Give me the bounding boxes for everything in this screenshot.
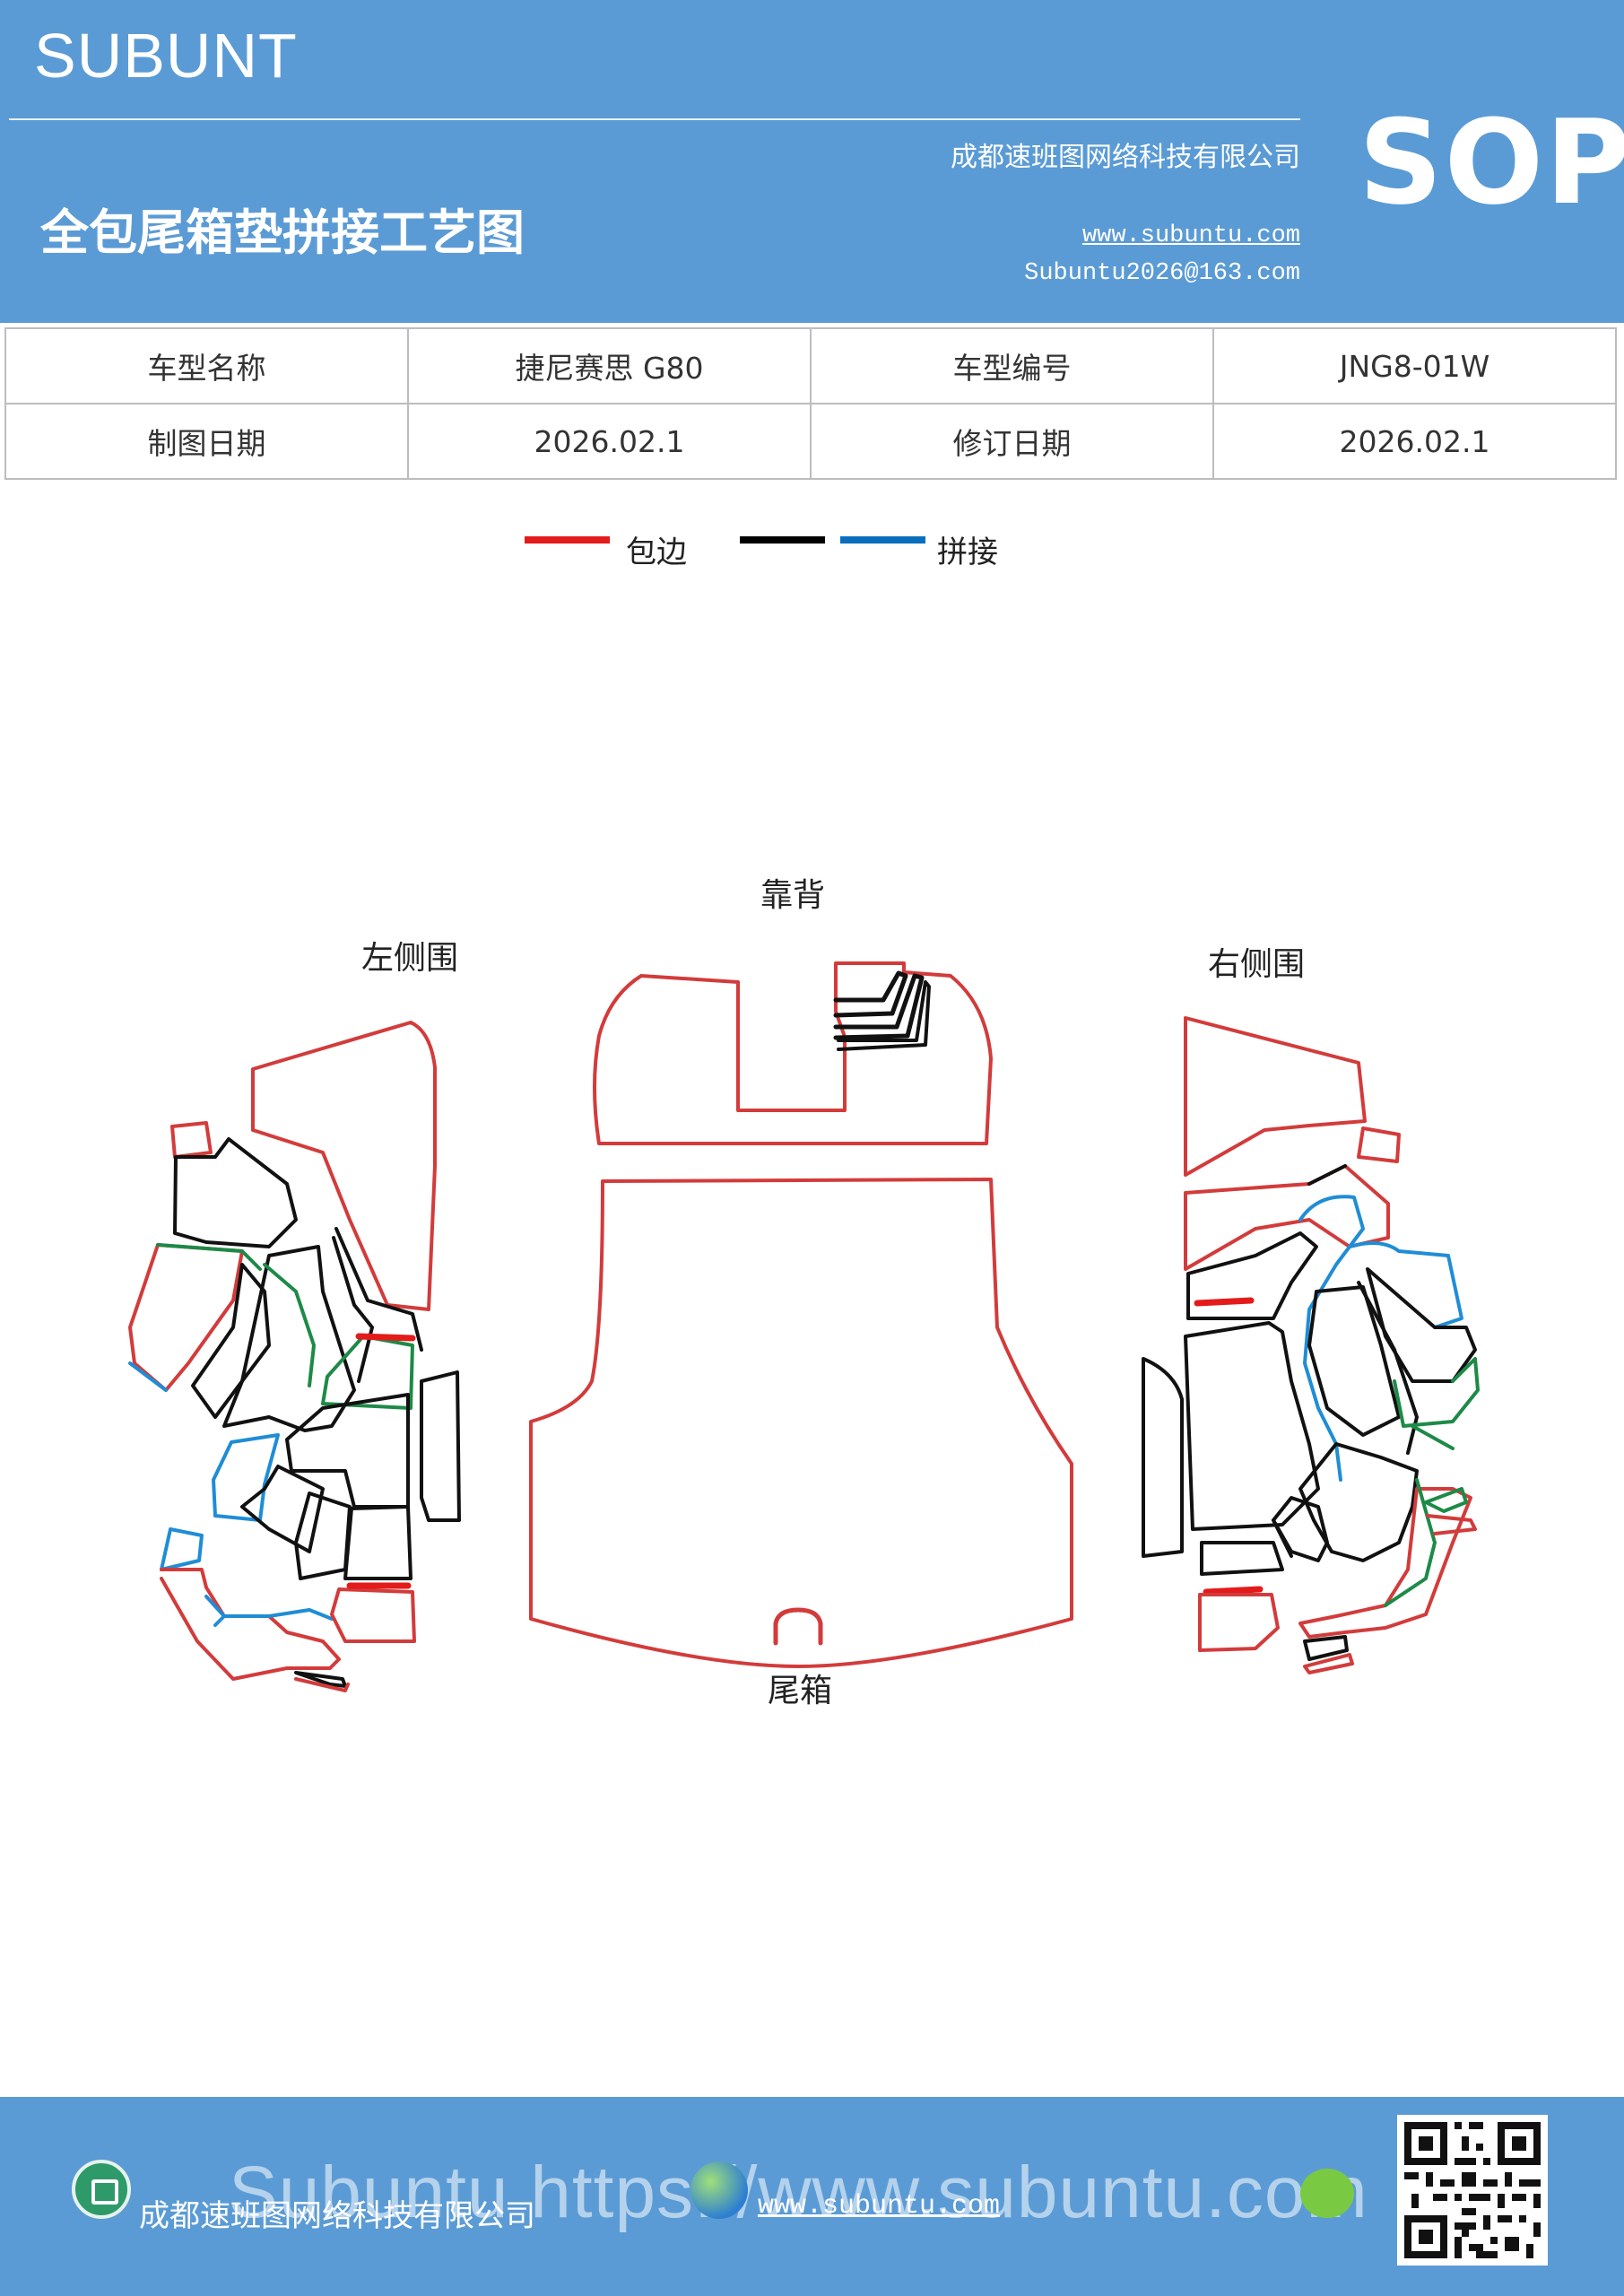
legend-swatch-black — [740, 536, 825, 544]
left-side-panel — [128, 1021, 461, 1692]
legend-swatch-red — [525, 536, 610, 544]
doc-type-badge: SOP — [1359, 94, 1624, 230]
footer-company-name: 成都速班图网络科技有限公司 — [139, 2198, 535, 2234]
label-left-side: 左侧围 — [361, 940, 458, 977]
label-model-code: 车型编号 — [810, 327, 1214, 404]
legend-swatch-blue — [840, 536, 925, 544]
table-row: 车型名称 捷尼赛思 G80 车型编号 JNG8-01W — [4, 327, 1617, 404]
mat-diagram-svg: 靠背 左侧围 右侧围 尾箱 — [128, 877, 1480, 1709]
value-model-code: JNG8-01W — [1212, 327, 1617, 404]
header-divider — [9, 118, 1300, 120]
label-backrest: 靠背 — [760, 877, 825, 914]
building-icon — [72, 2160, 131, 2219]
footer-banner: Subuntu https://www.subuntu.com 成都速班图网络科… — [0, 2097, 1624, 2296]
legend-label-seam: 拼接 — [937, 535, 998, 570]
company-name: 成都速班图网络科技有限公司 — [951, 142, 1300, 173]
label-revision-date: 修订日期 — [810, 403, 1214, 480]
page-title: 全包尾箱垫拼接工艺图 — [40, 204, 525, 261]
mat-diagram: 靠背 左侧围 右侧围 尾箱 — [0, 861, 1624, 1722]
trunk-floor-panel — [529, 1178, 1073, 1668]
value-draw-date: 2026.02.1 — [407, 403, 812, 480]
wechat-icon — [1300, 2169, 1354, 2218]
globe-icon — [690, 2161, 748, 2219]
backrest-panel — [593, 961, 993, 1145]
label-model-name: 车型名称 — [4, 327, 409, 404]
footer-watermark: Subuntu https://www.subuntu.com — [229, 2152, 1368, 2233]
website-link[interactable]: www.subuntu.com — [1081, 222, 1300, 249]
qr-code-icon — [1397, 2115, 1548, 2266]
contact-email[interactable]: Subuntu2026@163.com — [1024, 260, 1300, 287]
legend: 包边 拼接 — [0, 520, 1624, 574]
label-draw-date: 制图日期 — [4, 403, 409, 480]
header-banner: SUBUNT 成都速班图网络科技有限公司 全包尾箱垫拼接工艺图 www.subu… — [0, 0, 1624, 323]
label-right-side: 右侧围 — [1208, 946, 1305, 983]
value-model-name: 捷尼赛思 G80 — [407, 327, 812, 404]
right-side-panel — [1142, 1016, 1480, 1674]
vehicle-info-table: 车型名称 捷尼赛思 G80 车型编号 JNG8-01W 制图日期 2026.02… — [4, 327, 1617, 480]
brand-name: SUBUNT — [34, 21, 298, 91]
value-revision-date: 2026.02.1 — [1212, 403, 1617, 480]
table-row: 制图日期 2026.02.1 修订日期 2026.02.1 — [4, 403, 1617, 480]
legend-label-edge: 包边 — [626, 535, 687, 570]
footer-website-link[interactable]: www.subuntu.com — [758, 2191, 1001, 2222]
label-trunk: 尾箱 — [768, 1673, 832, 1709]
